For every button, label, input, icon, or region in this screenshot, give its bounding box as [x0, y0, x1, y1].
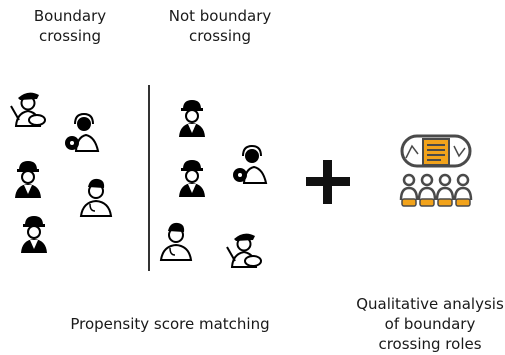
construction-worker-icon: [179, 100, 205, 137]
propensity-score-matching-label: Propensity score matching: [70, 315, 270, 333]
construction-worker-icon: [15, 161, 41, 198]
construction-worker-icon: [179, 160, 205, 197]
doctor-with-stethoscope-icon: [79, 178, 113, 217]
artist-with-palette-icon: [226, 233, 262, 268]
group-divider-line: [148, 85, 150, 271]
not-boundary-crossing-label: Not boundary crossing: [168, 7, 272, 45]
team-reviewing-board-icon: [399, 134, 473, 207]
doctor-with-stethoscope-icon: [159, 222, 193, 261]
construction-worker-icon: [21, 216, 47, 253]
headset-operator-icon: [65, 112, 100, 152]
headset-operator-icon: [233, 144, 268, 184]
qualitative-analysis-label: Qualitative analysis of boundary crossin…: [356, 295, 504, 353]
artist-with-palette-icon: [10, 92, 46, 127]
boundary-crossing-label: Boundary crossing: [33, 7, 107, 45]
plus-sign: [306, 160, 350, 204]
